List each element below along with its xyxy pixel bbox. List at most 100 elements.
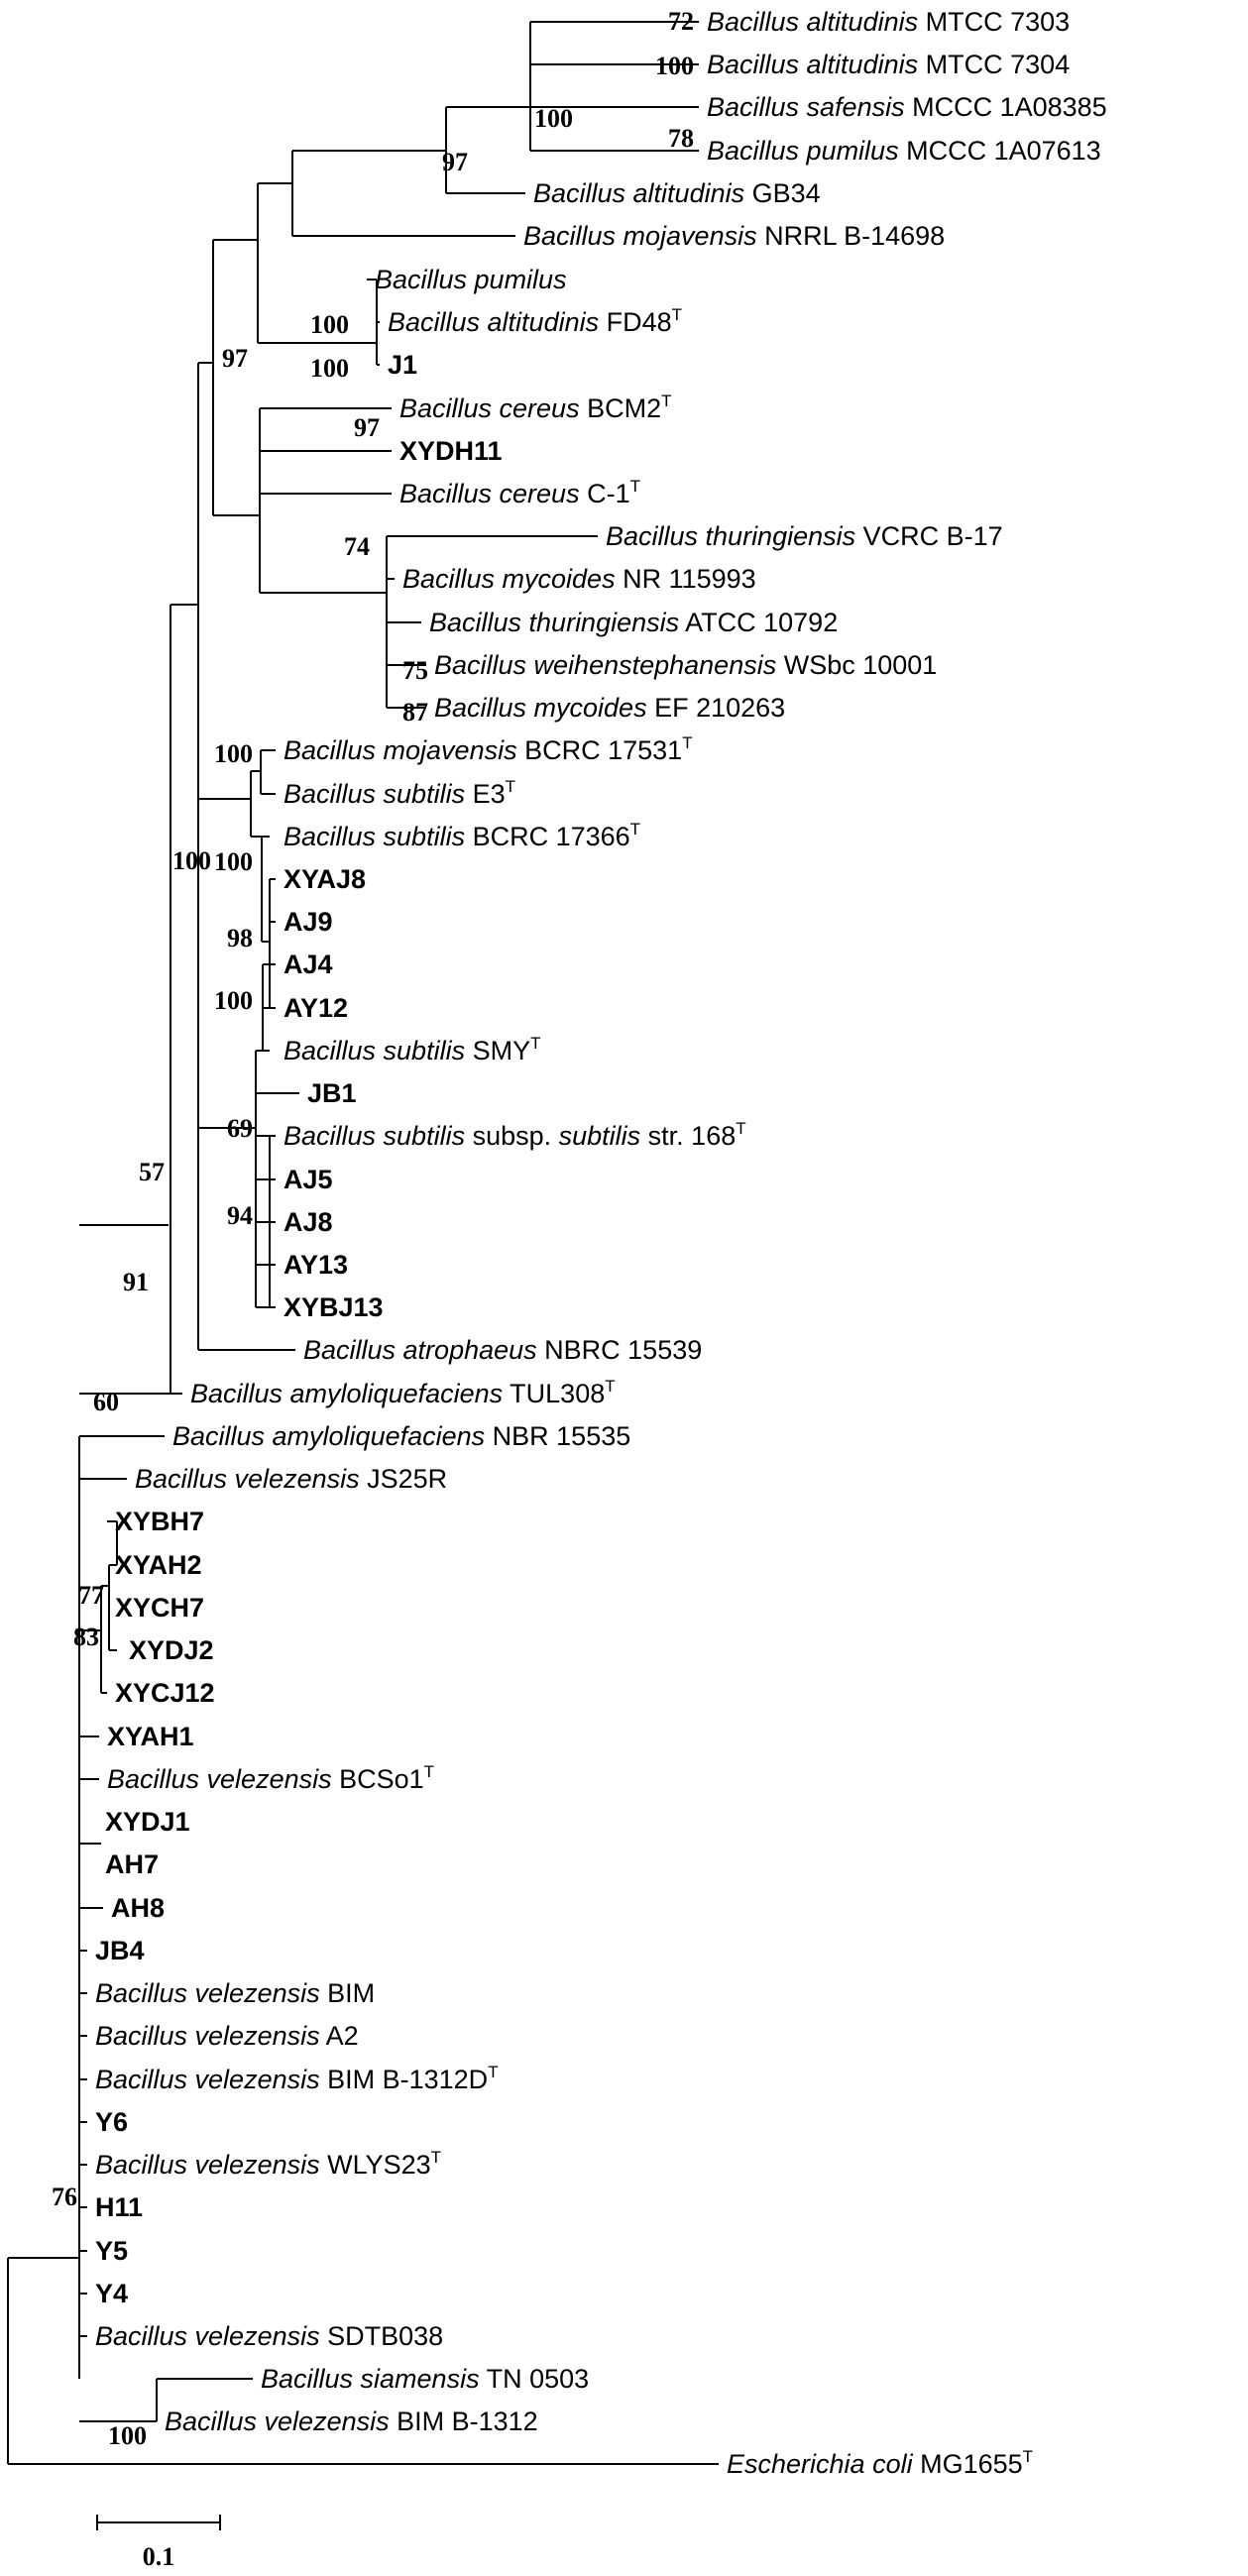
strain-name: NRRL B-14698 (757, 221, 946, 251)
taxon-label: Bacillus mycoides NR 115993 (402, 564, 756, 594)
strain-name: WLYS23 (320, 2150, 431, 2180)
isolate-label: J1 (388, 350, 417, 380)
bootstrap-value: 69 (227, 1114, 253, 1143)
bootstrap-value: 97 (354, 413, 380, 442)
species-name: Bacillus amyloliquefaciens (190, 1379, 503, 1408)
species-name: Bacillus velezensis (107, 1764, 332, 1794)
taxon-label: Bacillus altitudinis GB34 (533, 178, 821, 208)
species-name: Bacillus amyloliquefaciens (172, 1421, 485, 1451)
strain-name: EF 210263 (647, 693, 786, 723)
strain-name: str. 168 (640, 1121, 736, 1151)
bootstrap-value: 97 (222, 344, 248, 373)
taxon-label: Bacillus mojavensis NRRL B-14698 (523, 221, 945, 251)
taxon-label: Bacillus velezensis BIM (95, 1978, 375, 2008)
isolate-label: AH7 (105, 1849, 159, 1879)
bootstrap-value: 100 (172, 846, 211, 875)
type-strain-marker: T (506, 777, 515, 796)
species-name: Bacillus subtilis (284, 822, 465, 851)
strain-name: SMY (465, 1036, 530, 1065)
type-strain-marker: T (1023, 2447, 1033, 2466)
taxon-label: Bacillus velezensis BCSo1T (107, 1762, 434, 1794)
isolate-label: AY12 (284, 993, 348, 1023)
species-name: Bacillus velezensis (95, 2150, 320, 2180)
strain-name: BCRC 17366 (465, 822, 630, 851)
isolate-label: XYDH11 (399, 436, 503, 466)
taxon-label: Bacillus mojavensis BCRC 17531T (284, 733, 693, 765)
isolate-name: XYBH7 (115, 1507, 204, 1536)
isolate-name: XYCJ12 (115, 1678, 215, 1708)
bootstrap-value: 100 (310, 354, 349, 383)
type-strain-marker: T (530, 1034, 540, 1053)
type-strain-marker: T (424, 1762, 434, 1781)
species-name: Bacillus safensis (707, 92, 905, 122)
taxon-label: Bacillus cereus C-1T (399, 477, 640, 508)
isolate-label: AJ9 (284, 907, 333, 937)
bootstrap-value: 100 (214, 847, 253, 876)
strain-name: FD48 (599, 307, 672, 337)
isolate-label: AY13 (284, 1250, 348, 1280)
isolate-label: XYAJ8 (284, 864, 366, 894)
type-strain-marker: T (672, 305, 682, 324)
species-name: Bacillus velezensis (95, 2321, 320, 2351)
taxon-label: Bacillus atrophaeus NBRC 15539 (303, 1335, 702, 1365)
strain-name: BCRC 17531 (517, 735, 683, 765)
isolate-name: Y6 (95, 2107, 128, 2137)
species-name: Bacillus cereus (399, 393, 580, 423)
taxon-label: Bacillus subtilis BCRC 17366T (284, 820, 640, 851)
taxon-label: Bacillus thuringiensis ATCC 10792 (429, 608, 838, 637)
species-name: Bacillus altitudinis (707, 50, 918, 79)
species-name: Bacillus atrophaeus (303, 1335, 537, 1365)
bootstrap-value: 97 (442, 148, 468, 176)
isolate-label: XYCH7 (115, 1593, 204, 1623)
isolate-name: AH8 (111, 1893, 165, 1923)
strain-name: BIM (320, 1978, 376, 2008)
species-name: Bacillus velezensis (95, 2065, 320, 2094)
species-name: Bacillus mycoides (434, 693, 647, 723)
isolate-label: XYBJ13 (284, 1292, 384, 1322)
type-strain-marker: T (630, 820, 640, 839)
species-name: Bacillus velezensis (95, 1978, 320, 2008)
bootstrap-value: 83 (73, 1623, 99, 1651)
isolate-name: JB1 (307, 1078, 357, 1108)
isolate-label: JB1 (307, 1078, 357, 1108)
species-name: Bacillus velezensis (95, 2021, 320, 2051)
species-name: Escherichia coli (727, 2449, 914, 2479)
isolate-name: XYBJ13 (284, 1292, 384, 1322)
species-name: Bacillus mojavensis (284, 735, 517, 765)
taxon-label: Bacillus velezensis A2 (95, 2021, 359, 2051)
type-strain-marker: T (630, 477, 640, 496)
strain-name: BIM B-1312 (390, 2407, 538, 2436)
bootstrap-value: 78 (668, 124, 694, 153)
species-name: Bacillus mycoides (402, 564, 616, 594)
species-name: Bacillus pumilus (707, 136, 899, 166)
species-name: Bacillus thuringiensis (606, 521, 855, 551)
strain-name: NBRC 15539 (537, 1335, 703, 1365)
strain-name: WSbc 10001 (776, 650, 937, 680)
isolate-name: XYAJ8 (284, 864, 366, 894)
strain-name: subsp. (465, 1121, 551, 1151)
bootstrap-value: 75 (402, 656, 428, 685)
isolate-label: Y5 (95, 2236, 128, 2266)
species-name: Bacillus siamensis (261, 2364, 480, 2394)
isolate-name: H11 (95, 2192, 143, 2222)
isolate-name: XYCH7 (115, 1593, 204, 1623)
strain-name: TN 0503 (480, 2364, 590, 2394)
isolate-label: AJ4 (284, 950, 333, 979)
strain-name: E3 (465, 779, 506, 809)
strain-name: NR 115993 (616, 564, 756, 594)
isolate-name: XYAH1 (107, 1722, 194, 1751)
bootstrap-value: 100 (310, 310, 349, 339)
species-name: Bacillus mojavensis (523, 221, 757, 251)
strain-name: JS25R (360, 1464, 448, 1494)
taxon-label: Bacillus mycoides EF 210263 (434, 693, 785, 723)
isolate-name: Y4 (95, 2279, 128, 2308)
isolate-name: Y5 (95, 2236, 128, 2266)
isolate-name: AH7 (105, 1849, 159, 1879)
isolate-label: AJ8 (284, 1207, 333, 1237)
strain-name: MCCC 1A08385 (905, 92, 1107, 122)
strain-name: MG1655 (913, 2449, 1023, 2479)
isolate-name: J1 (388, 350, 417, 380)
strain-name: BCM2 (580, 393, 662, 423)
species-name: Bacillus altitudinis (388, 307, 599, 337)
